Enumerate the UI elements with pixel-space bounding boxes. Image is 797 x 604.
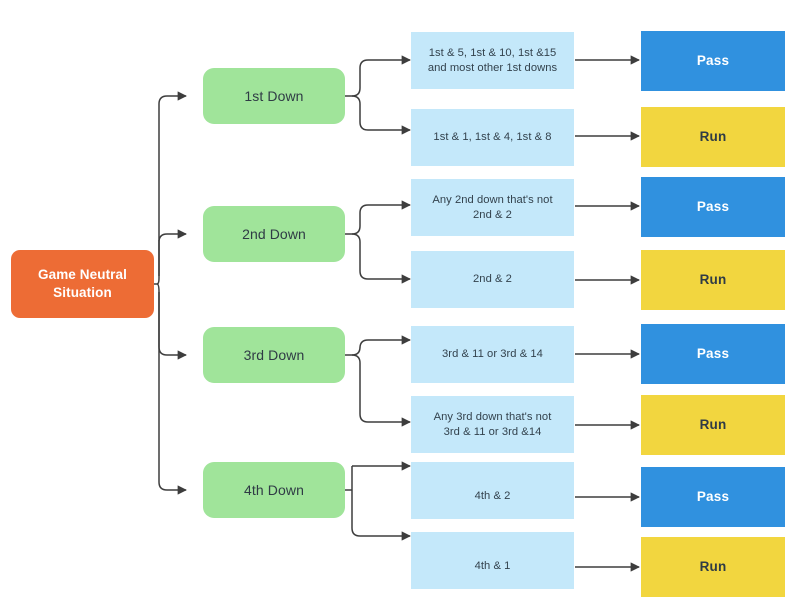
condition-line1: 4th & 1 [474, 560, 511, 572]
connector-1st-to-cond-a [351, 55, 411, 97]
node-game-neutral-situation[interactable]: Game Neutral Situation [11, 250, 154, 318]
connector-4th-to-cond-h [351, 490, 411, 541]
connector-3rd-to-cond-e [351, 335, 411, 356]
node-condition-1st-run[interactable]: 1st & 1, 1st & 4, 1st & 8 [411, 109, 574, 166]
condition-text-wrap: 3rd & 11 or 3rd & 14 [442, 347, 543, 362]
condition-text-wrap: 4th & 2 [475, 489, 511, 504]
node-4th-down-label: 4th Down [244, 481, 304, 498]
node-condition-2nd-run[interactable]: 2nd & 2 [411, 251, 574, 308]
condition-line1: 4th & 2 [474, 490, 511, 502]
node-1st-down-label: 1st Down [244, 87, 304, 104]
connector-root-spine-up [156, 91, 187, 285]
node-outcome-pass-2[interactable]: Pass [641, 177, 785, 237]
outcome-label: Run [699, 417, 727, 433]
connector-3rd-to-cond-f [351, 354, 411, 427]
connector-root-to-2nd [158, 229, 187, 276]
node-3rd-down[interactable]: 3rd Down [203, 327, 345, 383]
root-label-line1: Game Neutral [38, 267, 127, 283]
condition-line1: 3rd & 11 or 3rd & 14 [442, 348, 543, 361]
condition-line1: Any 2nd down that's not [432, 193, 553, 206]
node-outcome-run-4[interactable]: Run [641, 537, 785, 597]
root-label-line2: Situation [53, 285, 112, 300]
condition-line1: 1st & 1, 1st & 4, 1st & 8 [433, 131, 552, 144]
node-outcome-run-3[interactable]: Run [641, 395, 785, 455]
outcome-label: Pass [696, 53, 730, 69]
connector-root-to-4th [158, 292, 187, 495]
outcome-label: Run [699, 129, 727, 145]
node-condition-3rd-pass[interactable]: 3rd & 11 or 3rd & 14 [411, 326, 574, 383]
condition-line1: 2nd & 2 [473, 273, 512, 286]
condition-text-wrap: 4th & 1 [475, 559, 511, 574]
node-condition-4th-pass[interactable]: 4th & 2 [411, 462, 574, 519]
condition-text-wrap: Any 2nd down that's not 2nd & 2 [432, 193, 552, 223]
connector-root-spine-down [156, 283, 187, 360]
node-2nd-down[interactable]: 2nd Down [203, 206, 345, 262]
outcome-label: Pass [696, 489, 730, 505]
node-outcome-run-2[interactable]: Run [641, 250, 785, 310]
outcome-label: Run [699, 559, 727, 575]
connector-2nd-to-cond-d [351, 233, 411, 284]
outcome-label: Pass [696, 346, 730, 362]
outcome-label: Pass [696, 199, 730, 215]
outcome-label: Run [699, 272, 727, 288]
condition-text-wrap: Any 3rd down that's not 3rd & 11 or 3rd … [434, 410, 552, 440]
connector-2nd-to-cond-c [351, 200, 411, 235]
node-4th-down[interactable]: 4th Down [203, 462, 345, 518]
node-outcome-pass-1[interactable]: Pass [641, 31, 785, 91]
condition-text-wrap: 1st & 1, 1st & 4, 1st & 8 [433, 130, 551, 145]
node-condition-2nd-pass[interactable]: Any 2nd down that's not 2nd & 2 [411, 179, 574, 236]
condition-line2: 3rd & 11 or 3rd &14 [443, 425, 542, 438]
node-condition-3rd-run[interactable]: Any 3rd down that's not 3rd & 11 or 3rd … [411, 396, 574, 453]
node-outcome-run-1[interactable]: Run [641, 107, 785, 167]
condition-line2: 2nd & 2 [473, 208, 512, 221]
condition-line2: and most other 1st downs [427, 61, 558, 74]
connector-1st-to-cond-b [351, 95, 411, 135]
node-2nd-down-label: 2nd Down [242, 225, 306, 242]
node-condition-1st-pass[interactable]: 1st & 5, 1st & 10, 1st &15 and most othe… [411, 32, 574, 89]
condition-line1: Any 3rd down that's not [433, 410, 552, 423]
condition-text-wrap: 1st & 5, 1st & 10, 1st &15 and most othe… [428, 46, 557, 76]
node-3rd-down-label: 3rd Down [243, 346, 305, 363]
condition-text-wrap: 2nd & 2 [473, 272, 512, 287]
node-outcome-pass-3[interactable]: Pass [641, 324, 785, 384]
node-outcome-pass-4[interactable]: Pass [641, 467, 785, 527]
node-condition-4th-run[interactable]: 4th & 1 [411, 532, 574, 589]
root-label-wrap: Game Neutral Situation [38, 266, 127, 302]
node-1st-down[interactable]: 1st Down [203, 68, 345, 124]
condition-line1: 1st & 5, 1st & 10, 1st &15 [428, 46, 557, 59]
